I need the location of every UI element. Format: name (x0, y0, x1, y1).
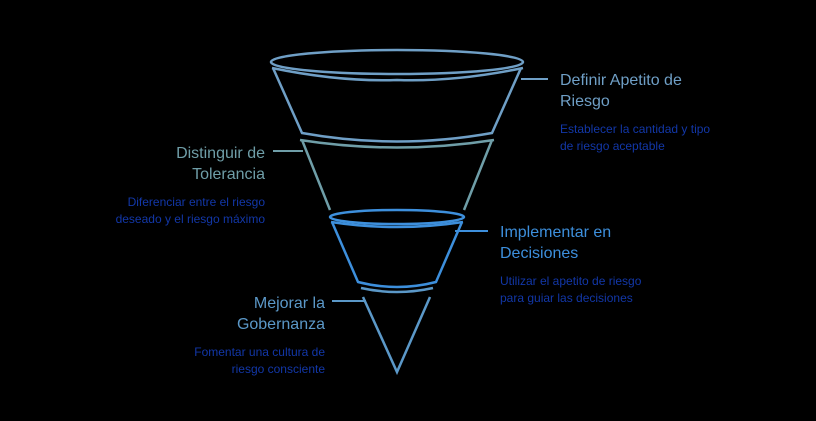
stage-3-title-line-2: Decisiones (500, 245, 579, 262)
funnel-stage-3 (328, 208, 466, 289)
stage-3-desc-line-2: para guiar las decisiones (500, 291, 633, 305)
stage-4-label: Mejorar la Gobernanza Fomentar una cultu… (120, 293, 325, 378)
stage-4-title: Mejorar la Gobernanza (120, 293, 325, 335)
stage-4-desc-line-2: riesgo consciente (231, 362, 325, 376)
stage-1-description: Establecer la cantidad y tipo de riesgo … (560, 121, 810, 155)
stage-3-description: Utilizar el apetito de riesgo para guiar… (500, 273, 750, 307)
funnel-stage-4 (360, 286, 434, 376)
stage-1-title-line-1: Definir Apetito de (560, 72, 682, 89)
stage-3-label: Implementar en Decisiones Utilizar el ap… (500, 222, 750, 307)
stage-1-title: Definir Apetito de Riesgo (560, 70, 810, 112)
stage-3-title: Implementar en Decisiones (500, 222, 750, 264)
stage-1-desc-line-2: de riesgo aceptable (560, 139, 665, 153)
stage-2-desc-line-2: deseado y el riesgo máximo (115, 212, 265, 226)
stage-2-title-line-2: Tolerancia (192, 166, 265, 183)
stage-2-title: Distinguir de Tolerancia (60, 143, 265, 185)
stage-4-description: Fomentar una cultura de riesgo conscient… (120, 344, 325, 378)
stage-2-desc-line-1: Diferenciar entre el riesgo (127, 195, 265, 209)
funnel-stage-2 (299, 138, 495, 211)
stage-3-title-line-1: Implementar en (500, 224, 612, 241)
stage-4-title-line-1: Mejorar la (253, 295, 325, 312)
stage-1-desc-line-1: Establecer la cantidad y tipo (560, 122, 711, 136)
stage-2-description: Diferenciar entre el riesgo deseado y el… (60, 194, 265, 228)
stage-4-title-line-2: Gobernanza (236, 316, 325, 333)
stage-3-desc-line-1: Utilizar el apetito de riesgo (500, 274, 642, 288)
funnel-stage-1 (269, 48, 525, 143)
stage-1-title-line-2: Riesgo (560, 93, 610, 110)
stage-1-label: Definir Apetito de Riesgo Establecer la … (560, 70, 810, 155)
stage-2-label: Distinguir de Tolerancia Diferenciar ent… (60, 143, 265, 228)
stage-2-title-line-1: Distinguir de (176, 145, 265, 162)
stage-4-desc-line-1: Fomentar una cultura de (194, 345, 325, 359)
